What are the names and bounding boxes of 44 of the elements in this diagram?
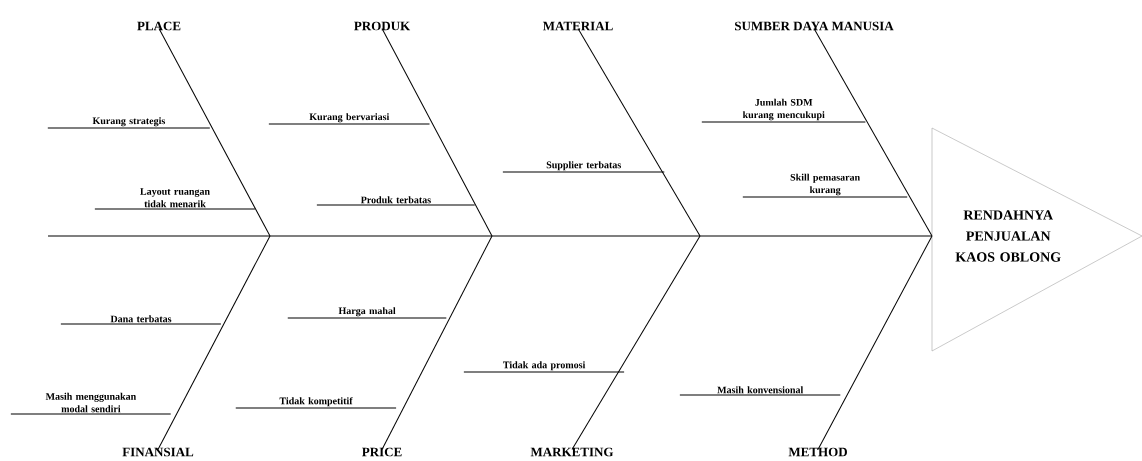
bone-line [157,235,271,450]
category-label: PRODUK [354,21,411,31]
cause-line [742,196,908,198]
bone-line [381,235,493,450]
cause-line [268,123,430,125]
cause-line [287,317,447,319]
bone-line [571,235,701,450]
effect-triangle: RENDAHNYA PENJUALAN KAOS OBLONG [931,127,1142,352]
bone-line [577,28,701,237]
cause-line [47,127,211,129]
cause-label: Kurang bervariasi [309,113,390,123]
cause-line [463,371,625,373]
category-label: MATERIAL [542,21,613,31]
cause-line [94,208,256,210]
category-label: FINANSIAL [122,447,194,457]
cause-line [502,171,665,173]
cause-line [235,407,397,409]
cause-line [60,323,222,325]
spine-line [817,235,933,450]
cause-label: Harga mahal [338,307,396,317]
cause-label: Dana terbatas [110,315,172,323]
category-label: MARKETING [530,447,614,457]
cause-line [679,394,841,396]
cause-label: Layout ruangan tidak menarik [140,188,210,208]
cause-line [701,121,866,123]
category-label: PRICE [362,447,402,457]
cause-line [10,413,172,415]
category-label: PLACE [137,21,181,31]
cause-label: Masih konvensional [717,386,804,394]
cause-label: Jumlah SDM kurang mencukupi [742,98,825,121]
cause-label: Supplier terbatas [546,161,621,171]
cause-label: Masih menggunakan modal sendiri [45,392,137,413]
category-label: METHOD [788,447,847,457]
cause-label: Kurang strategis [92,117,166,127]
spine-line [813,28,933,237]
spine-line [47,235,933,237]
cause-label: Tidak kompetitif [279,397,353,407]
cause-line [316,204,476,206]
cause-label: Produk terbatas [360,196,431,204]
category-label: SUMBER DAYA MANUSIA [735,21,894,31]
bone-line [158,28,271,237]
bone-line [381,28,493,237]
cause-label: Tidak ada promosi [503,361,586,371]
cause-label: Skill pemasaran kurang [790,173,860,196]
